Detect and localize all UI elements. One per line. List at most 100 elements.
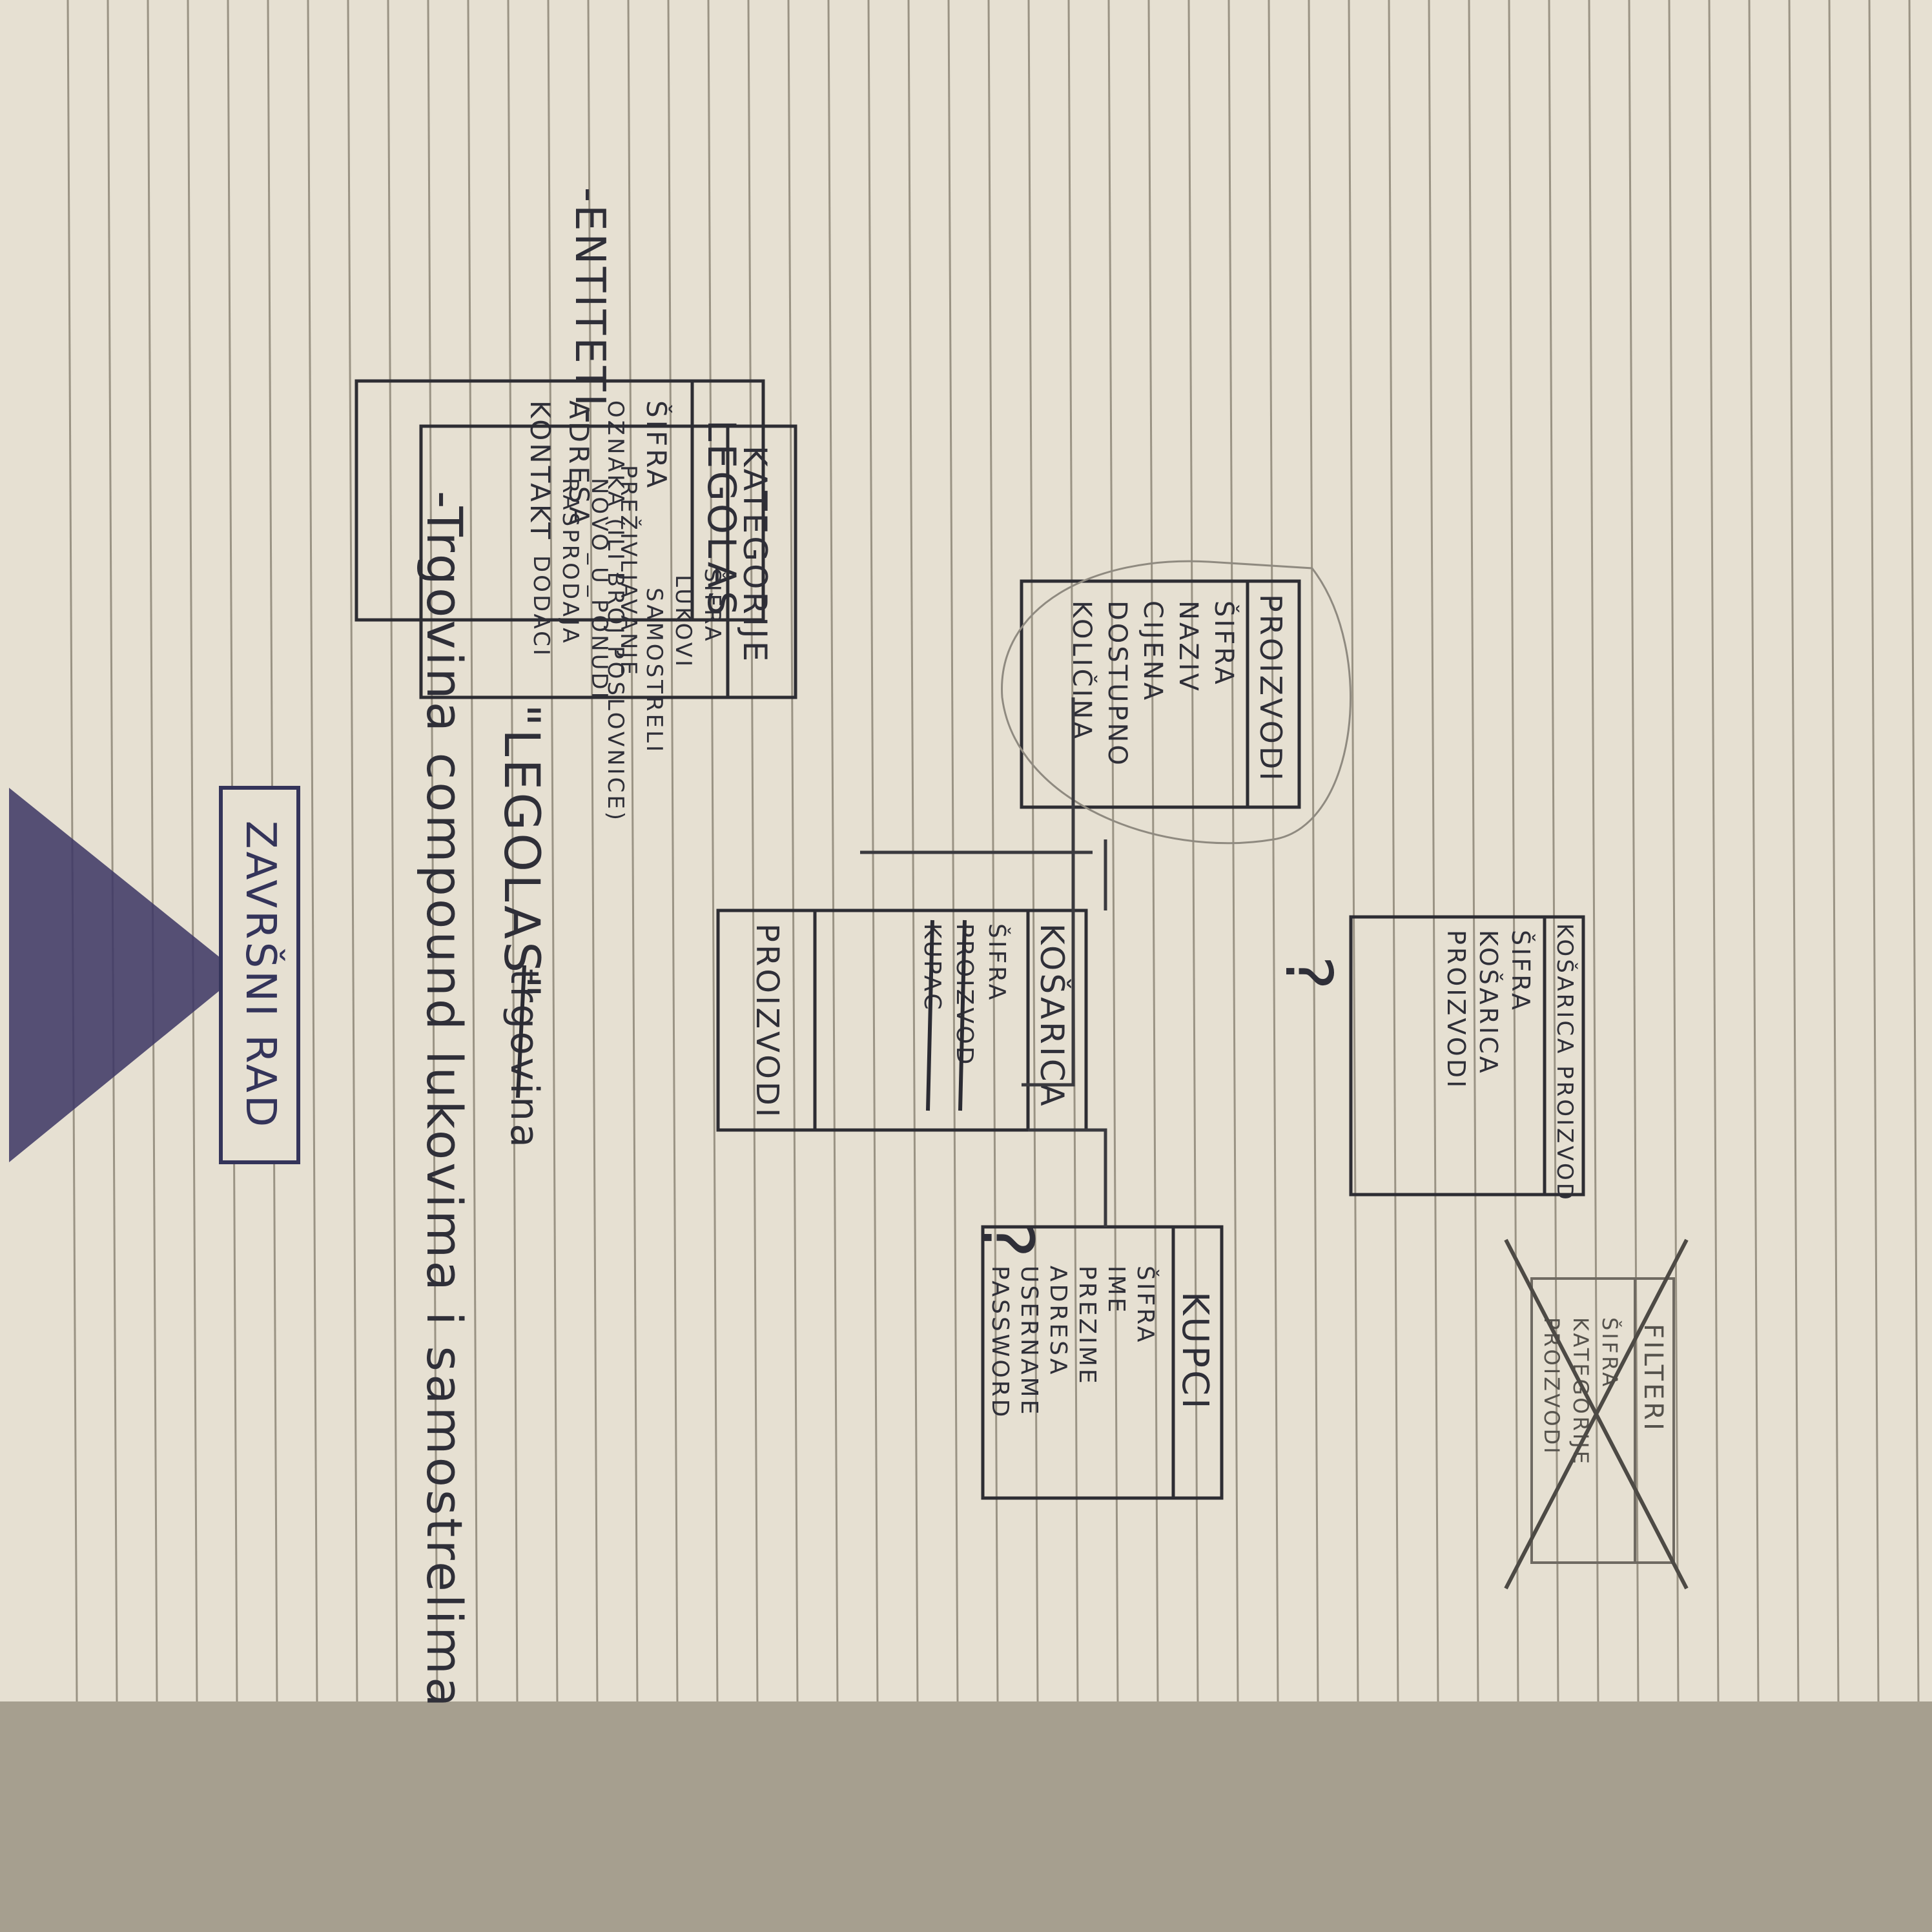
ruled-line	[1187, 0, 1199, 1702]
kupci-attr-4: USERNAME	[1016, 1266, 1042, 1417]
filteri-attr-2: PROIZVODI	[1539, 1317, 1564, 1456]
kategorije-box	[419, 424, 797, 699]
kupci-attr-1: IME	[1103, 1266, 1129, 1315]
filteri-title: FILTERI	[1638, 1324, 1668, 1433]
ruled-line	[1788, 0, 1800, 1702]
entity-kategorije: KATEGORIJE ŠIFRA LUKOVI SAMOSTRELI PREŽI…	[419, 424, 797, 754]
kosarica-proizvodi-title: KOŠARICA PROIZVOD	[1552, 923, 1578, 1202]
proizvodi-pencil-outline	[1001, 560, 1351, 845]
heading-line-2: "LEGOLAS"	[493, 704, 551, 1000]
title-frame	[219, 786, 300, 1164]
legolas-attr-2: ADRESA	[563, 400, 595, 528]
kategorije-attr-3: PREŽIVLJAVANJE	[615, 465, 642, 677]
kosarica-proizvodi-box	[1349, 915, 1585, 1197]
entity-filteri: FILTERI ŠIFRA KATEGORIJE PROIZVODI	[1504, 1238, 1689, 1590]
ruled-line	[1468, 0, 1479, 1702]
ruled-line	[707, 0, 719, 1702]
proizvodi-title: PROIZVODI	[1253, 594, 1288, 783]
entity-proizvodi: PROIZVODI ŠIFRA NAZIV CIJENA DOSTUPNO KO…	[1001, 560, 1351, 845]
legolas-title: LEGOLAS	[699, 420, 744, 618]
title-box: ZAVRŠNI RAD	[9, 786, 300, 1164]
kategorije-attr-2: SAMOSTRELI	[641, 588, 667, 754]
ruled-line	[1628, 0, 1639, 1702]
ruled-line	[387, 0, 398, 1702]
rotated-notes: ZAVRŠNI RAD -Trgovina compound lukovima …	[9, 187, 1689, 1710]
kategorije-attr-1: LUKOVI	[670, 575, 696, 669]
ruled-line	[1388, 0, 1399, 1702]
ruled-line	[307, 0, 318, 1702]
ruled-line	[1428, 0, 1439, 1702]
kategorije-title: KATEGORIJE	[736, 446, 774, 664]
filteri-attr-0: ŠIFRA	[1598, 1317, 1623, 1389]
ruled-line	[467, 0, 478, 1702]
filteri-box	[1530, 1277, 1675, 1564]
ruled-line	[827, 0, 839, 1702]
proizvodi-attr-1: NAZIV	[1173, 601, 1203, 694]
kupci-box	[981, 1225, 1224, 1500]
entity-kupci: KUPCI ŠIFRA IME PREZIME ADRESA USERNAME …	[981, 1225, 1224, 1500]
proizvodi-box	[1020, 579, 1301, 809]
ruled-line	[787, 0, 799, 1702]
ruled-line	[1708, 0, 1720, 1702]
ruled-line	[547, 0, 559, 1702]
ruled-line	[1308, 0, 1319, 1702]
proizvodi-attr-2: CIJENA	[1138, 601, 1167, 703]
ruled-line	[187, 0, 198, 1702]
legolas-box	[355, 379, 765, 622]
proizvodi-attr-4: KOLIČINA	[1067, 601, 1098, 742]
kupci-title: KUPCI	[1174, 1291, 1216, 1412]
proizvodi-attr-3: DOSTUPNO	[1102, 601, 1132, 768]
ruled-line	[1868, 0, 1880, 1702]
ruled-line	[1748, 0, 1760, 1702]
kupci-attr-3: ADRESA	[1045, 1266, 1071, 1377]
kosarica-strike-2	[926, 920, 934, 1111]
kosarica-proizvodi-attr-0: ŠIFRA	[1506, 930, 1535, 1012]
kosarica-extra-label: PROIZVODI	[749, 923, 785, 1120]
ruled-line	[587, 0, 599, 1702]
next-page-strip	[0, 1701, 1932, 1932]
kategorije-attr-4: NOVO_U_PONUDI	[586, 478, 612, 701]
kupci-attr-5: PASSWORD	[987, 1266, 1013, 1419]
filteri-cross-line-2	[1504, 1238, 1689, 1590]
ruled-line	[107, 0, 118, 1702]
ruled-line	[1348, 0, 1359, 1702]
legolas-attr-1: OZNAKA (ILI BROJ POSLOVNICE)	[602, 400, 628, 823]
relation-kosarica-kupci	[1028, 1128, 1107, 1227]
proizvodi-attr-0: ŠIFRA	[1209, 601, 1240, 687]
ruled-line	[1508, 0, 1519, 1702]
ruled-line	[347, 0, 358, 1702]
entity-kosarica: KOŠARICA ŠIFRA PROIZVOD KUPAC PROIZVODI	[716, 909, 1088, 1132]
kupci-attr-0: ŠIFRA	[1132, 1266, 1159, 1344]
kategorije-attr-6: DODACI	[528, 555, 554, 658]
heading-strikethrough	[516, 965, 526, 1098]
kosarica-proizvodi-attr-2: PROIZVODI	[1442, 930, 1470, 1090]
title-text: ZAVRŠNI RAD	[236, 821, 285, 1129]
heading-line-1: -Trgovina compound lukovima i samostreli…	[416, 491, 473, 1710]
kosarica-proizvodi-question-mark: ?	[1271, 956, 1346, 992]
ruled-line	[1668, 0, 1680, 1702]
kategorije-attr-0: ŠIFRA	[699, 568, 726, 644]
section-label: -ENTITETI-	[566, 187, 613, 426]
ruled-line	[627, 0, 639, 1702]
kosarica-attr-0: ŠIFRA	[983, 923, 1011, 1002]
kosarica-extra-box	[716, 909, 817, 1132]
ruled-line	[667, 0, 679, 1702]
ruled-line	[1908, 0, 1920, 1702]
ruled-line	[1268, 0, 1279, 1702]
ruled-line	[1107, 0, 1119, 1702]
kupci-attr-2: PREZIME	[1074, 1266, 1100, 1386]
kosarica-strike-1	[958, 920, 967, 1111]
entity-kosarica-proizvodi: ? KOŠARICA PROIZVOD ŠIFRA KOŠARICA PROIZ…	[1271, 915, 1585, 1202]
title-hatch-triangle	[9, 788, 240, 1162]
ruled-line	[507, 0, 519, 1702]
kategorije-attr-5: RASPRODAJA	[557, 478, 583, 646]
entity-legolas: ? LEGOLAS ŠIFRA OZNAKA (ILI BROJ POSLOVN…	[355, 379, 1049, 1260]
legolas-attr-3: KONTAKT	[524, 400, 556, 542]
legolas-attr-0: ŠIFRA	[641, 400, 673, 490]
ruled-line	[427, 0, 438, 1702]
heading-line-2-group: trgovina "LEGOLAS"	[493, 704, 551, 1150]
ruled-line	[1228, 0, 1239, 1702]
